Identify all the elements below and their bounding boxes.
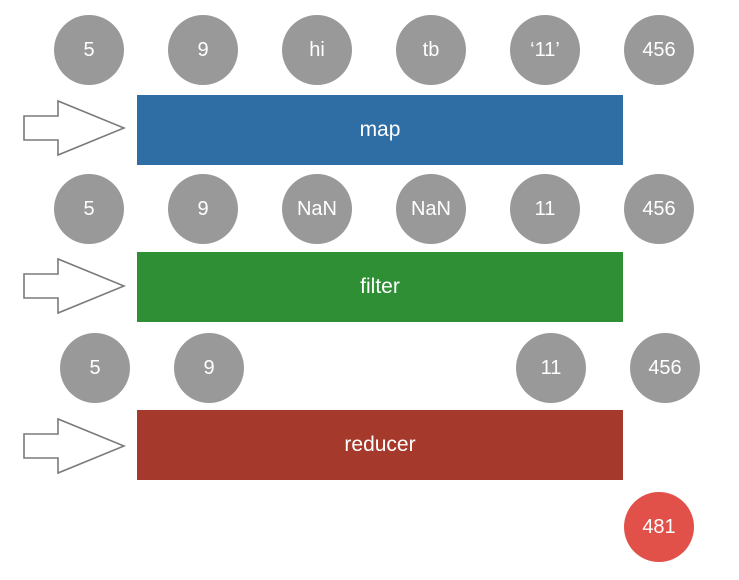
map-stage-bar: map xyxy=(137,95,623,165)
input-node: 456 xyxy=(624,15,694,85)
mapped-node: NaN xyxy=(396,174,466,244)
input-node: ‘11’ xyxy=(510,15,580,85)
hollow-right-arrow-icon xyxy=(23,417,126,475)
mapped-node: 456 xyxy=(624,174,694,244)
filtered-node: 11 xyxy=(516,333,586,403)
hollow-right-arrow-icon xyxy=(23,257,126,315)
hollow-right-arrow-icon xyxy=(23,99,126,157)
input-node: tb xyxy=(396,15,466,85)
mapped-node: NaN xyxy=(282,174,352,244)
filtered-node: 9 xyxy=(174,333,244,403)
mapped-node: 11 xyxy=(510,174,580,244)
input-node: 9 xyxy=(168,15,238,85)
input-node: hi xyxy=(282,15,352,85)
filter-stage-bar: filter xyxy=(137,252,623,322)
mapped-node: 9 xyxy=(168,174,238,244)
reducer-stage-bar: reducer xyxy=(137,410,623,480)
input-node: 5 xyxy=(54,15,124,85)
result-node: 481 xyxy=(624,492,694,562)
filtered-node: 5 xyxy=(60,333,130,403)
mapped-node: 5 xyxy=(54,174,124,244)
filtered-node: 456 xyxy=(630,333,700,403)
